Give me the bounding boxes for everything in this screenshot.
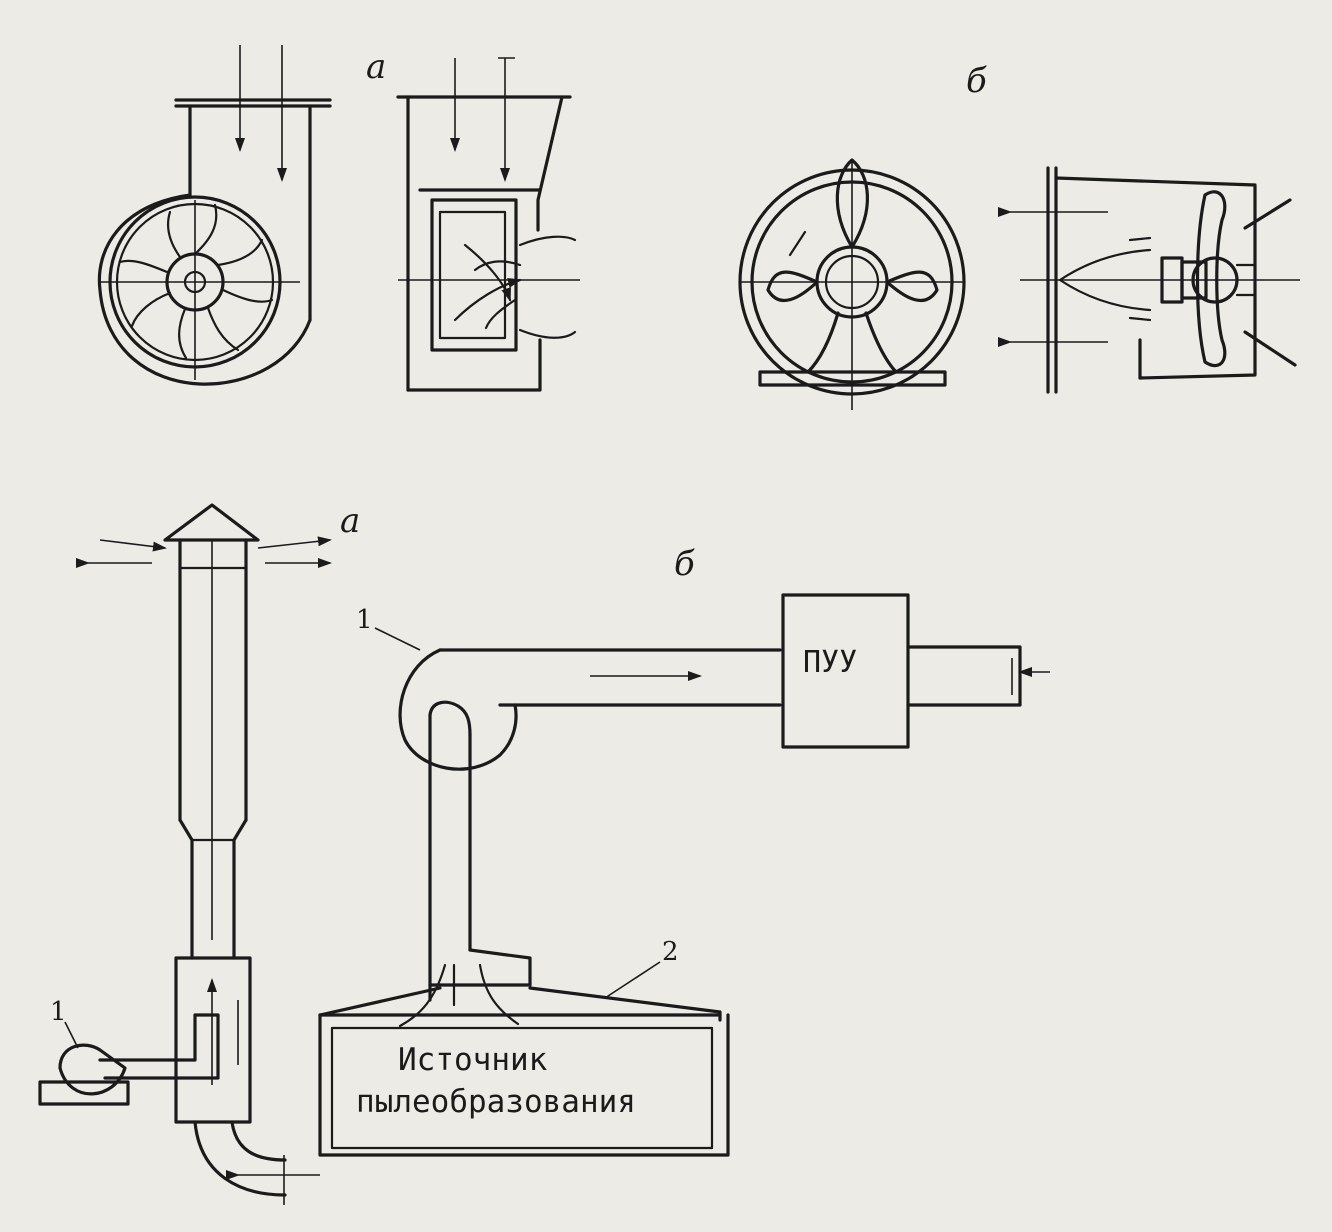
centrifugal-fan-front-view: [97, 45, 332, 386]
dust-source-line2: пылеобразования: [356, 1084, 636, 1120]
dust-source-line1: Источник: [398, 1042, 548, 1078]
ventilation-stack: [38, 503, 332, 1205]
label-top-b: б: [966, 61, 987, 101]
dust-extraction-system: [318, 593, 1050, 1157]
axial-fan-front-view: [738, 158, 966, 410]
label-bottom-a: а: [340, 501, 360, 541]
cleaning-unit-label: ПУУ: [803, 645, 857, 680]
label-bottom-b: б: [674, 544, 695, 584]
ref-1-right: 1: [356, 605, 373, 635]
axial-fan-side-view: [998, 166, 1300, 394]
centrifugal-fan-side-view: [396, 57, 580, 392]
ref-1-left: 1: [50, 997, 67, 1027]
label-top-a: а: [366, 47, 386, 87]
ref-2: 2: [662, 937, 679, 967]
